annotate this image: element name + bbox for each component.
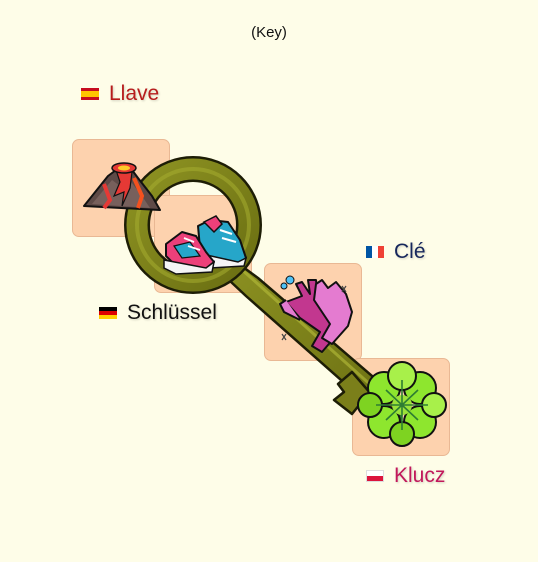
sneakers-icon xyxy=(163,215,248,275)
key-icon xyxy=(124,156,402,420)
spain-flag-icon xyxy=(81,88,99,100)
volcano-icon xyxy=(83,162,161,211)
word-german: Schlüssel xyxy=(127,301,217,324)
poland-flag-icon xyxy=(366,470,384,482)
page-title: (Key) xyxy=(251,24,287,41)
clover-icon xyxy=(357,361,447,447)
label-french: Clé xyxy=(366,240,426,264)
label-spanish: Llave xyxy=(81,82,159,106)
gloves-icon xyxy=(278,275,353,353)
germany-flag-icon xyxy=(99,307,117,319)
word-spanish: Llave xyxy=(109,82,160,105)
word-french: Clé xyxy=(394,240,426,263)
label-polish: Klucz xyxy=(366,464,445,488)
france-flag-icon xyxy=(366,246,384,258)
word-polish: Klucz xyxy=(394,464,446,487)
label-german: Schlüssel xyxy=(99,301,217,325)
